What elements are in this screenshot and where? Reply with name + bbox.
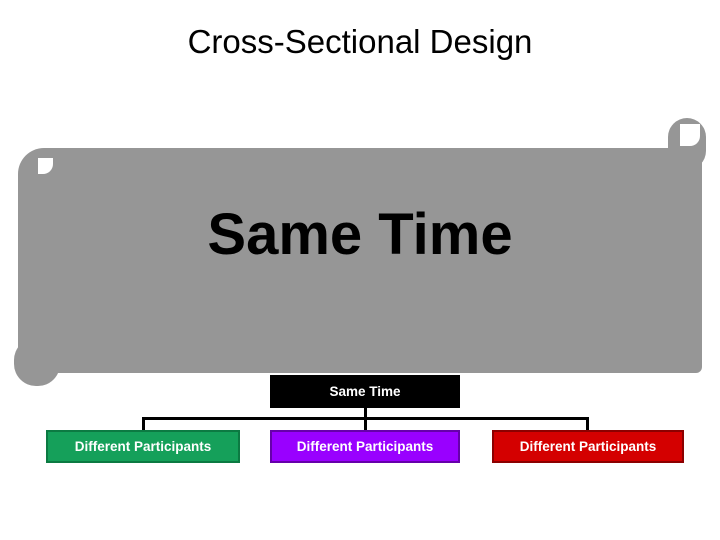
- org-node-child-3: Different Participants: [492, 430, 684, 463]
- org-node-root: Same Time: [270, 375, 460, 408]
- banner-text: Same Time: [207, 202, 513, 267]
- connector-drop-middle: [364, 417, 367, 431]
- banner-corner-top-right-notch: [680, 124, 700, 146]
- connector-root-stem: [364, 408, 367, 418]
- page-title: Cross-Sectional Design: [187, 23, 533, 60]
- banner-shape: Same Time: [14, 110, 706, 400]
- banner-body: [18, 148, 702, 373]
- connector-drop-right: [586, 417, 589, 431]
- org-node-child-2: Different Participants: [270, 430, 460, 463]
- banner-curl-bottom-left: [14, 338, 60, 386]
- connector-drop-left: [142, 417, 145, 431]
- org-node-child-1: Different Participants: [46, 430, 240, 463]
- banner-curl-top-left-notch: [38, 158, 53, 174]
- org-chart: Same Time Different Participants Differe…: [0, 370, 720, 480]
